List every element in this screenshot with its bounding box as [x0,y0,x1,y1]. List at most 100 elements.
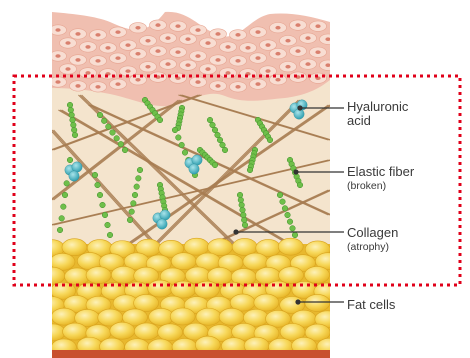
cell-nucleus [255,30,260,34]
cell-nucleus [195,80,200,84]
label-hyaluronic-line2: acid [347,114,408,128]
label-hyaluronic-acid: Hyaluronic acid [347,100,408,127]
fat-cell [63,323,88,340]
elastic-bead [129,209,135,215]
cell-nucleus [135,52,140,56]
hyaluronic-molecule [189,164,199,174]
cell-nucleus [55,54,60,58]
cell-nucleus [75,32,80,36]
elastic-bead [131,201,137,207]
fat-cell [219,308,244,325]
elastic-bead [222,147,228,153]
elastic-bead [107,232,113,238]
elastic-bead [212,162,218,168]
fat-cell [62,239,87,256]
label-fat-cells: Fat cells [347,298,395,312]
cell-nucleus [315,50,320,54]
fat-cell [196,308,221,325]
cell-nucleus [225,71,230,75]
elastic-bead [157,117,163,123]
cell-nucleus [95,59,100,63]
elastic-bead [72,132,78,138]
cell-nucleus [165,62,170,66]
cell-nucleus [65,41,70,45]
fat-cell [278,238,303,255]
cell-nucleus [135,26,140,30]
elastic-bead [207,117,213,123]
cell-nucleus [235,33,240,37]
fat-cell [170,308,195,325]
elastic-bead [240,207,246,213]
cell-nucleus [85,45,90,49]
elastic-bead [136,176,142,182]
elastic-bead [282,206,288,212]
cell-nucleus [195,54,200,58]
cell-nucleus [115,56,120,60]
cell-nucleus [145,39,150,43]
leader-dot-fat [296,300,300,304]
elastic-bead [100,202,106,208]
elastic-bead [97,192,103,198]
label-collagen-sub: (atrophy) [347,242,398,253]
label-fat-main: Fat cells [347,298,395,312]
elastic-bead [68,107,74,113]
cell-nucleus [165,36,170,40]
fat-cell [304,266,329,283]
cell-nucleus [75,84,80,88]
cell-nucleus [255,56,260,60]
cell-nucleus [155,23,160,27]
cell-nucleus [145,65,150,69]
elastic-bead [237,192,243,198]
cell-nucleus [215,32,220,36]
leader-dot-hyaluronic [298,106,302,110]
cell-nucleus [275,52,280,56]
elastic-bead [71,122,77,128]
fat-cell [86,267,111,284]
cell-nucleus [125,43,130,47]
fat-cell [111,266,136,283]
hyaluronic-molecule [69,171,79,181]
cell-nucleus [325,63,330,67]
elastic-bead [59,216,65,222]
elastic-bead [176,135,182,141]
elastic-bead [57,227,63,233]
cell-nucleus [305,62,310,66]
elastic-bead [242,222,248,228]
elastic-bead [220,142,226,148]
elastic-bead [122,147,128,153]
elastic-bead [297,182,303,188]
elastic-bead [106,124,112,130]
cell-nucleus [265,69,270,73]
elastic-bead [71,127,77,133]
cell-nucleus [275,78,280,82]
label-hyaluronic-main: Hyaluronic [347,100,408,114]
cell-nucleus [75,58,80,62]
elastic-bead [277,192,283,198]
elastic-bead [238,197,244,203]
fat-cell [279,267,304,284]
elastic-bead [241,217,247,223]
fat-cell [65,268,90,285]
elastic-bead [70,117,76,123]
cell-nucleus [95,33,100,37]
cell-nucleus [105,46,110,50]
cell-nucleus [265,43,270,47]
leader-dot-collagen [234,230,238,234]
cell-nucleus [285,39,290,43]
cell-nucleus [115,82,120,86]
cell-nucleus [315,24,320,28]
elastic-bead [67,157,73,163]
elastic-bead [280,199,286,205]
cell-nucleus [155,49,160,53]
elastic-bead [287,219,293,225]
cell-nucleus [175,24,180,28]
hyaluronic-molecule [157,219,167,229]
fat-cell [148,280,173,297]
muscle-strip [52,350,330,358]
fat-cell [134,323,159,340]
elastic-bead [215,132,221,138]
elastic-bead [67,102,73,108]
elastic-bead [62,192,68,198]
cell-nucleus [185,37,190,41]
cell-nucleus [225,45,230,49]
